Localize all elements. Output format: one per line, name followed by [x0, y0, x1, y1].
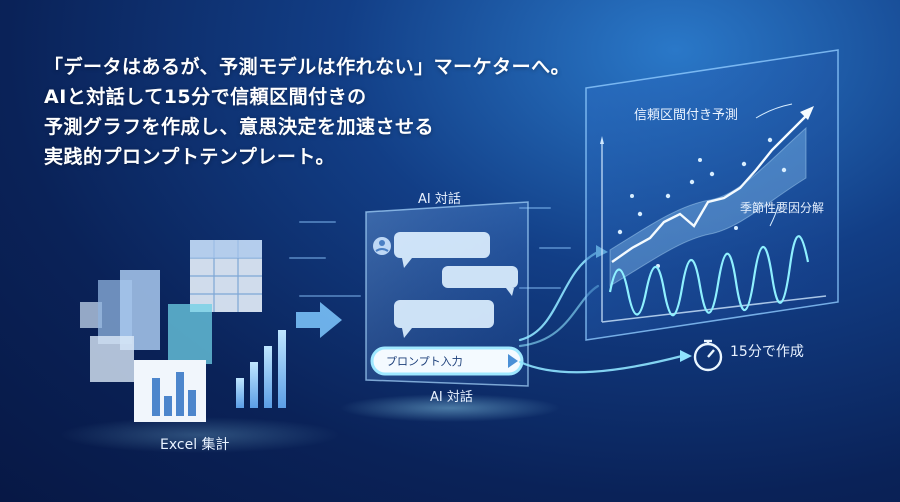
headline-line-4: 実践的プロンプトテンプレート。: [44, 146, 335, 168]
avatar-icon: [373, 237, 391, 255]
chat-bubble-icon: [394, 232, 518, 338]
forecast-label: 信頼区間付き予測: [634, 108, 739, 123]
send-icon: [508, 354, 518, 368]
confidence-band: [609, 126, 807, 287]
ai-chat-panel: [365, 201, 529, 387]
prompt-input-label: プロンプト入力: [386, 355, 463, 368]
excel-data-cluster: [80, 240, 286, 422]
seasonal-label: 季節性要因分解: [740, 201, 825, 215]
seasonal-wave: [608, 235, 810, 317]
headline-line-3: 予測グラフを作成し、意思決定を加速させる: [44, 116, 435, 138]
forecast-chart-panel: [585, 49, 839, 341]
headline-line-1: 「データはあるが、予測モデルは作れない」マーケターへ。: [44, 56, 571, 78]
time-label: 15分で作成: [730, 344, 804, 360]
excel-label: Excel 集計: [160, 437, 230, 453]
arrow-icon: [296, 302, 342, 338]
stopwatch-icon: [693, 339, 723, 372]
bar-chart-icon: [134, 360, 206, 422]
ai-chat-bottom-label: AI 対話: [430, 390, 473, 405]
spreadsheet-icon: [190, 240, 262, 312]
forecast-line: [611, 115, 807, 263]
headline: 「データはあるが、予測モデルは作れない」マーケターへ。 AIと対話して15分で信…: [44, 52, 570, 172]
headline-line-2: AIと対話して15分で信頼区間付きの: [44, 86, 367, 108]
prompt-input: [370, 346, 524, 376]
ai-chat-top-label: AI 対話: [418, 192, 461, 207]
